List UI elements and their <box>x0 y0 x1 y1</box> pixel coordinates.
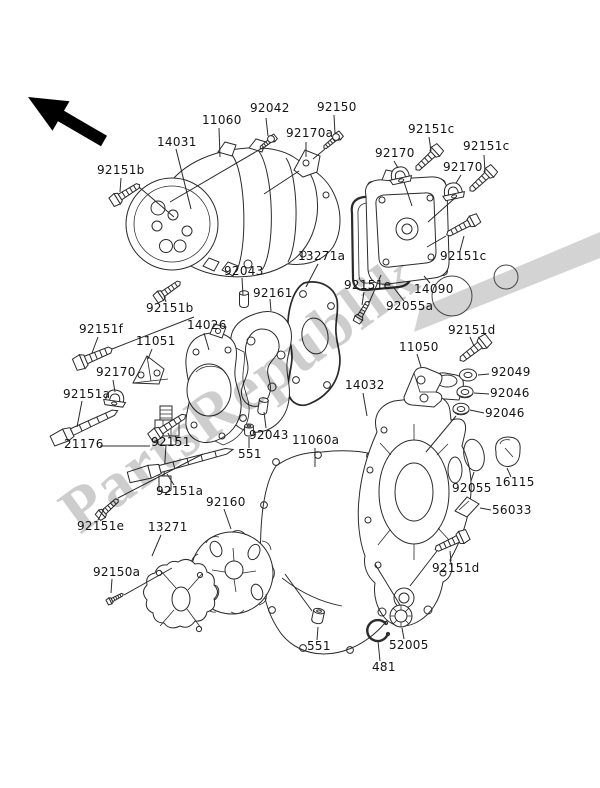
part-number-label: 92046 <box>485 406 525 420</box>
part-number-label: 14031 <box>157 135 197 149</box>
bracket-92170a <box>293 149 321 178</box>
gasket-13271a <box>287 281 341 407</box>
part-number-label: 14026 <box>187 318 227 332</box>
part-number-label: 92170 <box>96 365 136 379</box>
part-number-label: 11050 <box>399 340 439 354</box>
part-number-label: 13271 <box>148 520 188 534</box>
gasket-92161 <box>227 311 292 433</box>
washer-92049 <box>459 368 477 382</box>
part-number-label: 92151c <box>463 139 510 153</box>
part-number-label: 11051 <box>136 334 176 348</box>
watermark-gear-icon <box>431 264 519 317</box>
bracket-11050 <box>403 367 443 408</box>
part-number-label: 11060 <box>202 113 242 127</box>
part-number-label: 92151a <box>63 387 111 401</box>
circlip-481 <box>366 618 391 643</box>
pulsing-cover-14090 <box>365 169 450 285</box>
plate-13271 <box>143 558 218 633</box>
part-number-label: 52005 <box>389 638 429 652</box>
part-number-label: 11060a <box>292 433 340 447</box>
part-number-label: 92151d <box>448 323 496 337</box>
part-number-label: 92151f <box>79 322 124 336</box>
part-number-label: 14090 <box>414 282 454 296</box>
seal-92046-a <box>456 385 474 399</box>
part-number-label: 92055 <box>452 481 492 495</box>
part-number-label: 92151 <box>151 435 191 449</box>
part-number-label: 92049 <box>491 365 531 379</box>
part-number-label: 551 <box>307 639 331 653</box>
plate-56033 <box>454 496 480 518</box>
part-number-label: 21176 <box>64 437 104 451</box>
generator-cover-14031 <box>125 138 318 278</box>
cap-16115 <box>495 436 521 467</box>
part-number-label: 92151e <box>77 519 125 533</box>
screws-92042-92150 <box>267 133 340 143</box>
part-number-label: 92151c <box>408 122 455 136</box>
part-number-label: 13271a <box>298 249 346 263</box>
part-number-label: 92151d <box>432 561 480 575</box>
part-number-label: 92042 <box>250 101 290 115</box>
part-number-label: 92170 <box>443 160 483 174</box>
part-number-label: 551 <box>238 447 262 461</box>
part-number-label: 16115 <box>495 475 535 489</box>
seal-92046-b <box>452 402 470 416</box>
o-ring-92055 <box>463 438 485 472</box>
part-number-label: 92161 <box>253 286 293 300</box>
part-number-label: 92160 <box>206 495 246 509</box>
part-number-label: 92150 <box>317 100 357 114</box>
part-number-label: 92043 <box>224 264 264 278</box>
part-number-label: 92170a <box>286 126 334 140</box>
part-number-label: 92151e <box>344 278 392 292</box>
direction-arrow-icon <box>28 97 107 147</box>
part-number-label: 92151b <box>97 163 145 177</box>
leader-lines <box>76 114 512 662</box>
part-number-label: 92055a <box>386 299 434 313</box>
part-number-label: 92151a <box>156 484 204 498</box>
part-number-label: 92151c <box>440 249 487 263</box>
part-number-label: 92043 <box>249 428 289 442</box>
chain-cover-14026 <box>185 323 250 446</box>
part-number-label: 92046 <box>490 386 530 400</box>
part-number-label: 92151b <box>146 301 194 315</box>
part-number-label: 56033 <box>492 503 532 517</box>
part-number-label: 92170 <box>375 146 415 160</box>
seal-52005 <box>389 604 413 628</box>
part-number-label: 14032 <box>345 378 385 392</box>
part-number-label: 481 <box>372 660 396 674</box>
part-number-label: 92150a <box>93 565 141 579</box>
bracket-11051 <box>132 355 169 385</box>
